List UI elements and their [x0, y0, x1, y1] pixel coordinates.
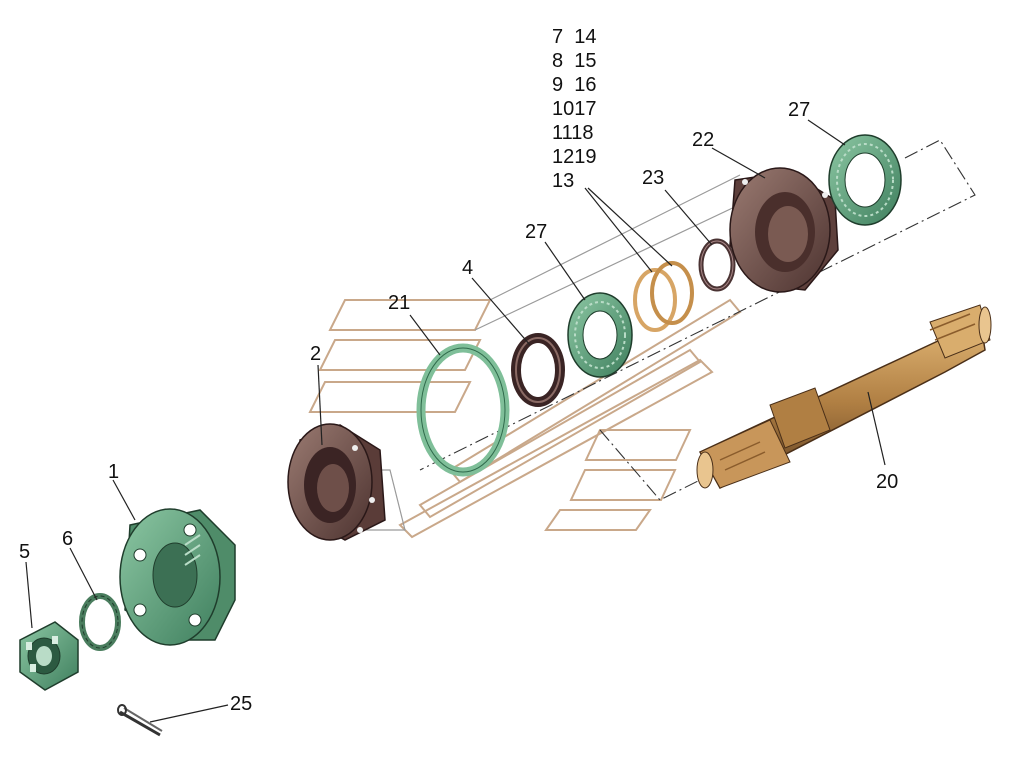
leader-lines [25, 119, 886, 723]
stack-line: 13 [552, 170, 574, 192]
bearing-cap-part-22 [729, 167, 839, 293]
bearing-part-27-lower [567, 292, 633, 378]
label-part-22: 22 [692, 129, 714, 151]
flange-part-1 [119, 508, 236, 646]
label-part-5: 5 [19, 541, 30, 563]
stack-line: 1219 [552, 146, 597, 168]
label-part-27-lower: 27 [525, 221, 547, 243]
stack-line: 8 15 [552, 50, 596, 72]
gasket-part-21 [416, 343, 510, 477]
shim-number-stack: 7 14 8 15 9 16 1017 1118 1219 13 [552, 26, 597, 192]
label-part-6: 6 [62, 528, 73, 550]
castle-nut-part-5 [19, 621, 79, 691]
label-part-1: 1 [108, 461, 119, 483]
stack-line: 1118 [552, 122, 594, 144]
label-part-27-upper: 27 [788, 99, 810, 121]
stack-line: 1017 [552, 98, 597, 120]
label-part-2: 2 [310, 343, 321, 365]
splined-shaft-part-20 [696, 304, 992, 489]
ring-part-23 [698, 238, 736, 292]
cotter-pin-part-25 [117, 704, 163, 737]
seal-ring-part-4 [511, 333, 565, 407]
label-part-20: 20 [876, 471, 898, 493]
stack-line: 7 14 [552, 26, 596, 48]
label-part-25: 25 [230, 693, 252, 715]
shim-rings-parts-7-19 [633, 261, 694, 332]
label-part-23: 23 [642, 167, 664, 189]
axis-centerline [419, 139, 976, 501]
lock-washer-part-6 [79, 593, 121, 651]
part-labels: 1 5 6 25 2 21 4 27 23 22 27 20 [19, 99, 898, 715]
housing-cup-part-2 [287, 423, 386, 541]
stack-line: 9 16 [552, 74, 596, 96]
label-part-4: 4 [462, 257, 473, 279]
label-part-21: 21 [388, 292, 410, 314]
bearing-part-27-upper [828, 134, 902, 226]
